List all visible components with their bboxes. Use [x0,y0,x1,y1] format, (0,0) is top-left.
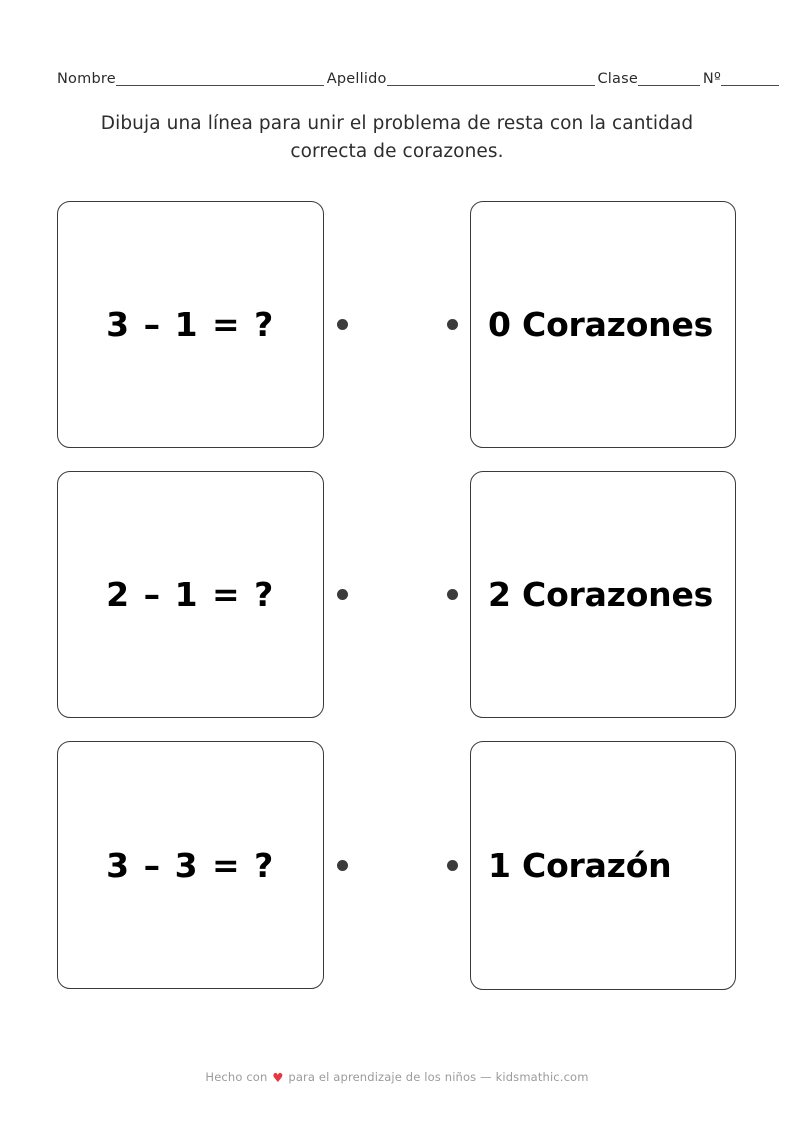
connector-dot-right-3[interactable] [447,860,458,871]
heart-icon: ♥ [272,1070,284,1085]
answer-text-3: 1 Corazón [488,846,672,885]
connector-dot-right-2[interactable] [447,589,458,600]
problem-card-2[interactable]: 2 – 1 = ? [57,471,324,718]
connector-dot-left-1[interactable] [337,319,348,330]
write-line-apellido[interactable] [386,84,595,86]
field-apellido: Apellido [327,71,595,88]
answer-text-1: 0 Corazones [488,305,714,344]
connector-dot-right-1[interactable] [447,319,458,330]
answer-card-2[interactable]: 2 Corazones [470,471,736,718]
connector-dot-left-2[interactable] [337,589,348,600]
problem-card-1[interactable]: 3 – 1 = ? [57,201,324,448]
instructions-line-1: Dibuja una línea para unir el problema d… [100,113,694,134]
footer-text-before: Hecho con [205,1070,268,1084]
connector-dot-left-3[interactable] [337,860,348,871]
student-info-header: Nombre Apellido Clase Nº [57,62,779,88]
field-label-nombre: Nombre [57,71,116,87]
answer-text-2: 2 Corazones [488,575,714,614]
problem-text-2: 2 – 1 = ? [106,575,275,614]
field-label-apellido: Apellido [326,71,387,87]
write-line-nombre[interactable] [115,84,324,86]
instructions-line-2: correcta de corazones. [290,141,504,162]
field-clase: Clase [597,71,700,88]
field-nombre: Nombre [57,71,324,88]
problem-text-3: 3 – 3 = ? [106,845,275,885]
field-label-clase: Clase [597,71,638,87]
problem-text-1: 3 – 1 = ? [106,305,275,344]
answer-card-3[interactable]: 1 Corazón [470,741,736,990]
footer-text-after: para el aprendizaje de los niños — kidsm… [288,1070,589,1084]
field-numero: Nº [703,71,779,88]
problem-card-3[interactable]: 3 – 3 = ? [57,741,324,989]
write-line-numero[interactable] [721,84,779,86]
answer-card-1[interactable]: 0 Corazones [470,201,736,448]
instructions: Dibuja una línea para unir el problema d… [97,110,697,166]
footer: Hecho con ♥ para el aprendizaje de los n… [0,1070,794,1085]
write-line-clase[interactable] [637,84,700,86]
field-label-numero: Nº [702,71,721,87]
